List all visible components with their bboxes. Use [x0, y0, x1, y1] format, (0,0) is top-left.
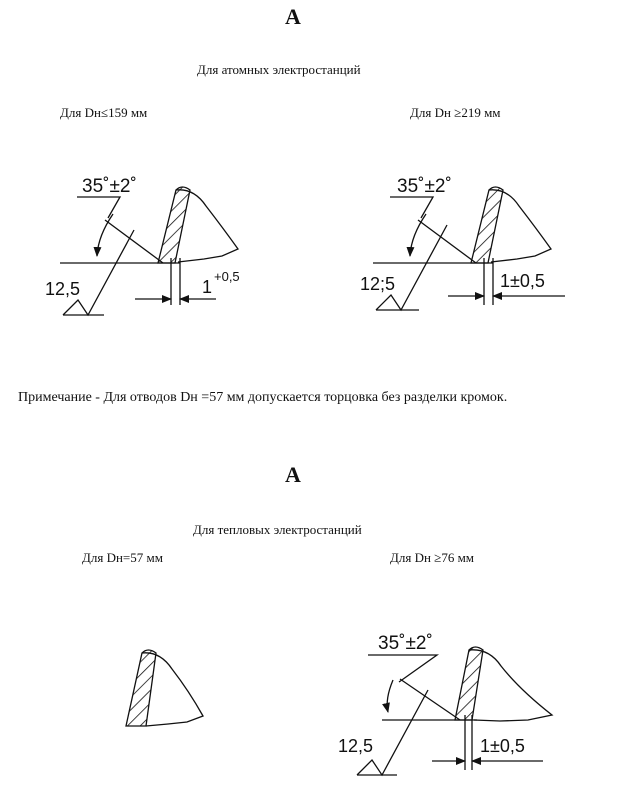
roughness-label: 12,5 [45, 279, 80, 299]
angle-leader [390, 196, 435, 219]
pipe-break [468, 649, 554, 722]
detail-dn-159 [60, 186, 239, 317]
wall-section [157, 186, 191, 264]
pipe-break [141, 652, 204, 727]
roughness-label: 12,5 [338, 736, 373, 756]
angle-leader [368, 654, 440, 683]
roughness-symbol [375, 224, 448, 312]
caption-thermal-plants: Для тепловых электростанций [193, 522, 362, 537]
wall-section [125, 649, 157, 727]
view-label-a-top: A [285, 4, 301, 29]
gap-label: 1±0,5 [480, 736, 525, 756]
pipe-break [488, 189, 552, 263]
gap-label: 1±0,5 [500, 271, 545, 291]
detail-dn-76 [356, 646, 554, 777]
angle-arc [382, 679, 394, 713]
angle-label: 35˚±2˚ [82, 176, 137, 197]
angle-arc [406, 213, 427, 257]
angle-label: 35˚±2˚ [397, 176, 452, 197]
gap-label: 1 [202, 277, 212, 297]
view-label-a-bottom: A [285, 462, 301, 487]
case-label-dn-57: Для Dн=57 мм [82, 550, 163, 565]
case-label-dn-159: Для Dн≤159 мм [60, 105, 148, 120]
pipe-break [175, 189, 239, 263]
case-label-dn-219: Для Dн ≥219 мм [410, 105, 501, 120]
detail-dn-219 [373, 186, 565, 312]
caption-nuclear-plants: Для атомных электростанций [197, 62, 361, 77]
angle-leader [77, 196, 122, 219]
angle-arc [93, 213, 114, 257]
wall-section [454, 646, 484, 721]
angle-label: 35˚±2˚ [378, 633, 433, 654]
bevel-line [399, 678, 461, 721]
gap-tolerance-label: +0,5 [214, 269, 240, 284]
roughness-symbol [356, 689, 429, 777]
case-label-dn-76: Для Dн ≥76 мм [390, 550, 475, 565]
bevel-line [104, 219, 164, 264]
bevel-line [417, 219, 477, 264]
roughness-label: 12;5 [360, 274, 395, 294]
detail-dn-57 [125, 649, 204, 727]
roughness-symbol [62, 229, 135, 317]
note-text: Примечание - Для отводов Dн =57 мм допус… [18, 390, 508, 405]
wall-section [470, 186, 504, 264]
